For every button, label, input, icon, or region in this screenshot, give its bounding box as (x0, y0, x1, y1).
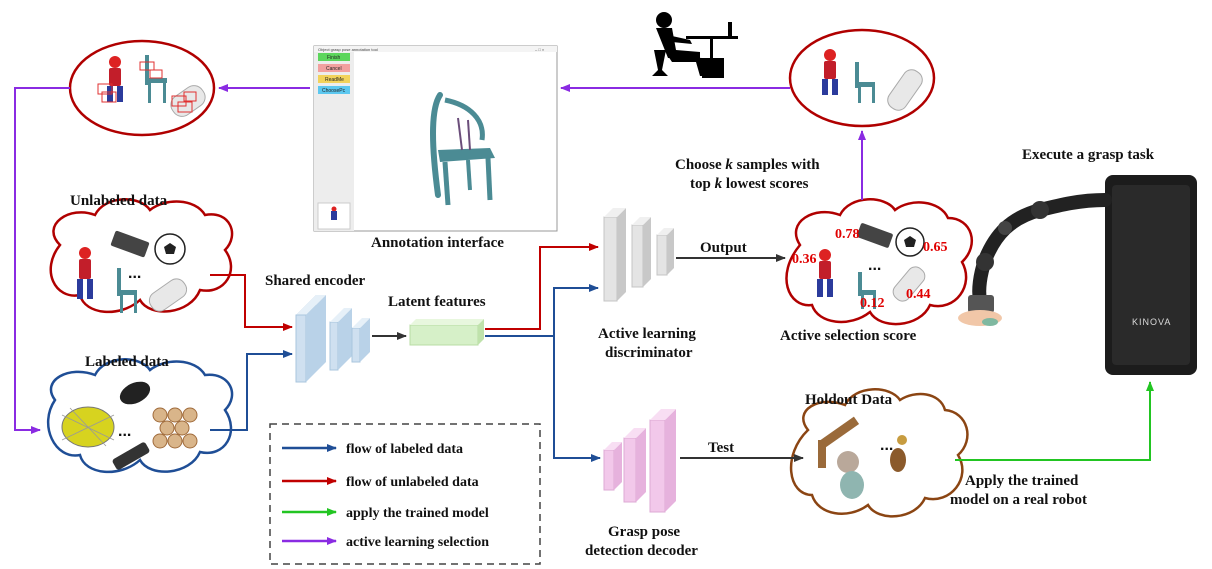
bottle-icon (892, 266, 926, 302)
shared-encoder-block (295, 295, 370, 383)
phone-icon (110, 230, 150, 258)
labeled-data-label: Labeled data (85, 354, 169, 370)
score-phone: 0.78 (835, 227, 860, 242)
arrow-latent-to-decoder (553, 336, 601, 462)
labeled-data-cloud: ... (46, 358, 234, 474)
chair-small-icon (117, 268, 137, 313)
holdout-data-label: Holdout Data (805, 392, 893, 408)
decoder-block (603, 409, 676, 513)
finish-button-label: Finish (327, 55, 341, 61)
chair-small-icon (858, 272, 876, 309)
arrow-annotated-to-labeled (14, 87, 70, 434)
mouse-object-icon (61, 406, 115, 448)
soccer-ball-icon (154, 233, 186, 265)
selection-ellipsis: ... (868, 257, 881, 274)
svg-text:apply the trained model: apply the trained model (346, 506, 489, 521)
choosepc-button[interactable] (318, 86, 350, 94)
wooden-frame-icon (818, 416, 860, 468)
test-label: Test (708, 440, 734, 456)
execute-grasp-label: Execute a grasp task (1022, 147, 1155, 163)
robot-brand-label: KINOVA (1132, 317, 1171, 327)
legend-item-unlabeled: flow of unlabeled data (282, 475, 479, 490)
chair-small-icon (855, 62, 875, 103)
window-controls[interactable]: – □ × (535, 47, 545, 52)
spiderman-figure-icon (77, 247, 93, 299)
grasp-pose-label-2: detection decoder (585, 543, 698, 559)
score-spiderman: 0.36 (792, 252, 817, 267)
score-chair: 0.12 (860, 296, 885, 311)
honeycomb-object-icon (152, 407, 198, 449)
human-annotator-icon (652, 12, 738, 78)
unlabeled-ellipsis: ... (128, 265, 141, 282)
annotation-interface-window: Object grasp pose annotation tool – □ × … (313, 45, 558, 232)
legend-item-apply: apply the trained model (282, 506, 489, 521)
holdout-data-cloud: ... (789, 388, 969, 518)
svg-text:active learning selection: active learning selection (346, 535, 489, 550)
score-ball: 0.65 (923, 240, 948, 255)
annotated-samples-cloud (68, 39, 216, 137)
discriminator-block (603, 208, 674, 302)
annotation-buttons: Finish Cancel ReadMe ChoosePc (318, 53, 350, 94)
phone-icon (856, 223, 893, 248)
choose-k-line1: Choose k samples with (675, 157, 820, 173)
latent-features-label: Latent features (388, 294, 486, 310)
bottle-icon (148, 278, 188, 312)
legend: flow of labeled data flow of unlabeled d… (269, 423, 541, 565)
legend-item-labeled: flow of labeled data (282, 442, 463, 457)
annotation-interface-label: Annotation interface (371, 235, 504, 251)
bottle-icon (887, 69, 923, 111)
active-learning-label-2: discriminator (605, 345, 693, 361)
arrow-apply-to-robot (955, 381, 1154, 461)
apply-trained-label-1: Apply the trained (965, 473, 1079, 489)
holdout-ellipsis: ... (880, 437, 893, 454)
active-selection-score-label: Active selection score (780, 328, 917, 344)
arrow-unlabeled-to-encoder (210, 274, 293, 331)
annotation-window-title: Object grasp pose annotation tool (318, 47, 378, 52)
readme-button[interactable] (318, 75, 350, 83)
unlabeled-data-cloud: ... (49, 198, 234, 314)
selected-samples-cloud (788, 28, 936, 128)
unlabeled-data-label: Unlabeled data (70, 193, 168, 209)
shared-encoder-label: Shared encoder (265, 273, 365, 289)
choosepc-button-label: ChoosePc (322, 88, 346, 94)
arrow-labeled-to-encoder (210, 350, 293, 431)
finish-button[interactable] (318, 53, 350, 61)
cancel-button-label: Cancel (326, 66, 342, 72)
cancel-button[interactable] (318, 64, 350, 72)
arrow-latent-to-discriminator-unlabeled (485, 243, 599, 330)
svg-text:flow of labeled data: flow of labeled data (346, 442, 463, 457)
svg-text:flow of unlabeled data: flow of unlabeled data (346, 475, 479, 490)
legend-item-selection: active learning selection (282, 535, 489, 550)
toy-figure-icon (890, 435, 907, 472)
chair-3d-model (430, 92, 495, 206)
arrow-latent-to-discriminator-labeled (485, 284, 599, 337)
apply-trained-label-2: model on a real robot (950, 492, 1087, 508)
output-label: Output (700, 240, 747, 256)
latent-features-block (409, 319, 484, 346)
score-bottle: 0.44 (906, 287, 931, 302)
thumbnail-figure-icon (331, 206, 337, 220)
teddy-bear-icon (837, 451, 864, 499)
kinova-robot: KINOVA (958, 175, 1197, 375)
soccer-ball-icon (895, 227, 925, 257)
spiderman-figure-icon (822, 49, 838, 95)
labeled-ellipsis: ... (118, 423, 131, 440)
choose-k-line2: top k lowest scores (690, 176, 809, 192)
grasp-pose-label-1: Grasp pose (608, 524, 680, 540)
spiderman-figure-icon (817, 249, 833, 297)
remote-object-icon (112, 442, 150, 470)
active-selection-cloud: ... 0.78 0.65 0.36 0.12 0.44 (785, 198, 973, 326)
shoe-object-icon (119, 381, 151, 405)
active-learning-label-1: Active learning (598, 326, 696, 342)
grasp-annotation-boxes (97, 61, 197, 113)
readme-button-label: ReadMe (325, 77, 344, 83)
